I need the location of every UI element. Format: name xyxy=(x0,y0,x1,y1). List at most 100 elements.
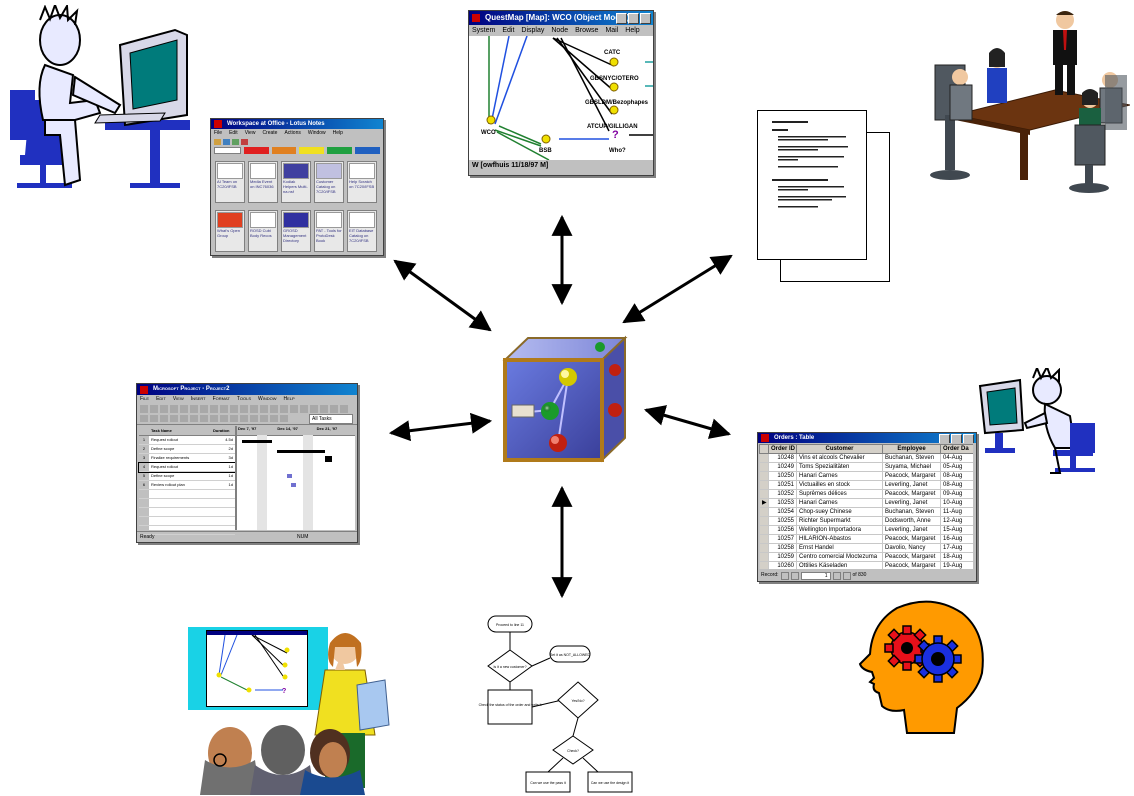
menu-window[interactable]: Window xyxy=(257,396,277,402)
menu-insert[interactable]: Insert xyxy=(190,396,206,402)
close-icon[interactable] xyxy=(640,13,651,24)
row-selector[interactable] xyxy=(759,543,769,553)
customer-cell[interactable]: Wellington Importadora xyxy=(796,525,883,535)
node-gbsldm[interactable]: GBSLDM/Bezophapes xyxy=(585,100,649,106)
column-employee[interactable]: Employee xyxy=(882,444,941,454)
order-date-cell[interactable]: 08-Aug xyxy=(940,480,973,490)
row-selector[interactable] xyxy=(759,453,769,463)
maximize-icon[interactable] xyxy=(628,13,639,24)
empty-task-row[interactable] xyxy=(139,526,235,535)
row-selector[interactable] xyxy=(759,489,769,499)
order-id-cell[interactable]: 10259 xyxy=(768,552,797,562)
customer-cell[interactable]: Ernst Handel xyxy=(796,543,883,553)
database-tile[interactable]: Kodiak Helpers Multi-na.nsf xyxy=(281,161,311,203)
close-icon[interactable] xyxy=(963,434,974,443)
menu-display[interactable]: Display xyxy=(521,27,545,34)
employee-cell[interactable]: Peacock, Margaret xyxy=(882,489,941,499)
gantt-summary-bar[interactable] xyxy=(242,440,272,443)
employee-cell[interactable]: Leverling, Janet xyxy=(882,525,941,535)
employee-cell[interactable]: Davolio, Nancy xyxy=(882,543,941,553)
order-id-cell[interactable]: 10257 xyxy=(768,534,797,544)
column-task-name[interactable]: Task Name xyxy=(151,428,172,433)
order-date-cell[interactable]: 12-Aug xyxy=(940,516,973,526)
questmap-canvas[interactable]: ? CATC GBSNYC/OTERO GBSLDM/Bezophapes AT… xyxy=(469,36,653,160)
maximize-icon[interactable] xyxy=(951,434,962,443)
order-id-cell[interactable]: 10252 xyxy=(768,489,797,499)
order-id-cell[interactable]: 10256 xyxy=(768,525,797,535)
menu-node[interactable]: Node xyxy=(551,27,569,34)
gantt-summary-bar[interactable] xyxy=(277,450,325,453)
workspace-tab[interactable] xyxy=(214,147,241,154)
employee-cell[interactable]: Leverling, Janet xyxy=(882,498,941,508)
toolbar-icon[interactable] xyxy=(214,138,221,145)
project-titlebar[interactable]: Microsoft Project - Project2 xyxy=(137,384,357,395)
menu-help[interactable]: Help xyxy=(283,396,295,402)
customer-cell[interactable]: Centro comercial Moctezuma xyxy=(796,552,883,562)
workspace-tab[interactable] xyxy=(299,147,325,154)
empty-task-row[interactable] xyxy=(139,490,235,499)
order-date-cell[interactable]: 10-Aug xyxy=(940,498,973,508)
order-id-cell[interactable]: 10254 xyxy=(768,507,797,517)
order-date-cell[interactable]: 15-Aug xyxy=(940,525,973,535)
menu-edit[interactable]: Edit xyxy=(502,27,515,34)
order-date-cell[interactable]: 05-Aug xyxy=(940,462,973,472)
customer-cell[interactable]: Richter Supermarkt xyxy=(796,516,883,526)
empty-task-row[interactable] xyxy=(139,499,235,508)
customer-cell[interactable]: Chop-suey Chinese xyxy=(796,507,883,517)
order-date-cell[interactable]: 18-Aug xyxy=(940,552,973,562)
filter-dropdown[interactable]: All Tasks xyxy=(309,414,353,424)
menu-edit[interactable]: Edit xyxy=(156,396,166,402)
node-who[interactable]: Who? xyxy=(609,148,626,154)
row-selector[interactable] xyxy=(759,507,769,517)
last-record-icon[interactable] xyxy=(842,571,851,580)
customer-cell[interactable]: Hanari Carnes xyxy=(796,498,883,508)
order-date-cell[interactable]: 08-Aug xyxy=(940,471,973,481)
database-tile[interactable]: ROSD Cubi Body Recos xyxy=(248,210,278,252)
database-tile[interactable]: Media Event on INC76036 xyxy=(248,161,278,203)
row-selector[interactable] xyxy=(759,516,769,526)
database-tile[interactable]: GROSD Management Directory xyxy=(281,210,311,252)
minimize-icon[interactable] xyxy=(939,434,950,443)
gantt-task-bar[interactable] xyxy=(287,474,292,478)
menu-help[interactable]: Help xyxy=(332,130,343,136)
toolbar-icon[interactable] xyxy=(223,138,230,145)
workspace-tab[interactable] xyxy=(327,147,353,154)
order-date-cell[interactable]: 16-Aug xyxy=(940,534,973,544)
notes-titlebar[interactable]: Workspace at Office - Lotus Notes xyxy=(211,119,383,129)
employee-cell[interactable]: Dodsworth, Anne xyxy=(882,516,941,526)
menu-browse[interactable]: Browse xyxy=(575,27,599,34)
minimize-icon[interactable] xyxy=(616,13,627,24)
order-id-cell[interactable]: 10248 xyxy=(768,453,797,463)
menu-edit[interactable]: Edit xyxy=(229,130,238,136)
customer-cell[interactable]: Toms Spezialitäten xyxy=(796,462,883,472)
record-number-input[interactable]: 1 xyxy=(800,571,831,580)
employee-cell[interactable]: Suyama, Michael xyxy=(882,462,941,472)
row-selector[interactable] xyxy=(759,480,769,490)
database-tile[interactable]: What's Open Group xyxy=(215,210,245,252)
toolbar-buttons[interactable] xyxy=(140,415,290,422)
order-id-cell[interactable]: 10249 xyxy=(768,462,797,472)
row-selector[interactable] xyxy=(759,462,769,472)
menu-file[interactable]: File xyxy=(214,130,223,136)
database-tile[interactable]: Customer Catalog on 7C20/IFSB xyxy=(314,161,344,203)
workspace-tab[interactable] xyxy=(355,147,380,154)
menu-system[interactable]: System xyxy=(472,27,496,34)
row-selector[interactable] xyxy=(759,534,769,544)
questmap-titlebar[interactable]: QuestMap [Map]: WCO (Object Model) xyxy=(469,11,653,25)
menu-actions[interactable]: Actions xyxy=(284,130,301,136)
